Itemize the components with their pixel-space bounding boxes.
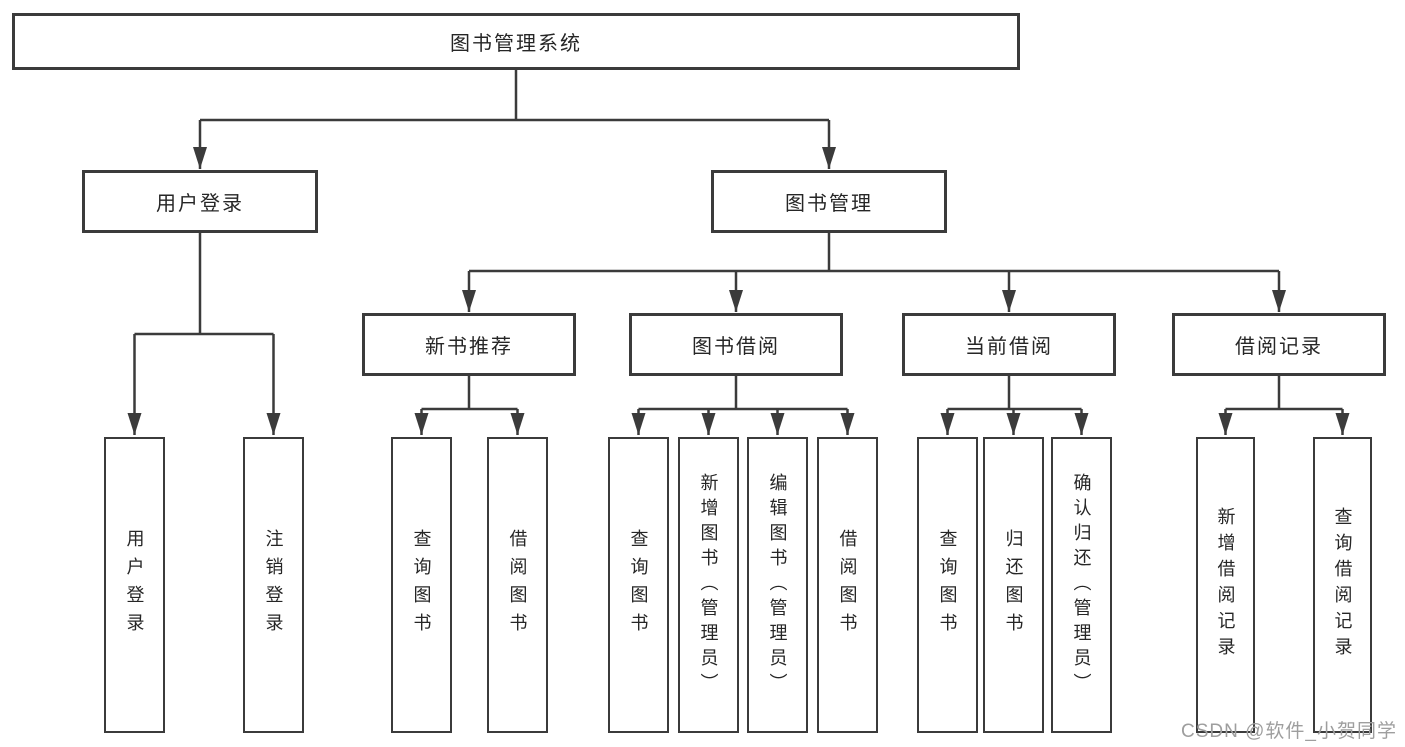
leaf-edit-books-admin: 编辑图书（管理员） xyxy=(747,437,808,733)
leaf-query-borrowing-record: 查询借阅记录 xyxy=(1313,437,1372,733)
node-book-borrowing: 图书借阅 xyxy=(629,313,843,376)
leaf-query-books-current: 查询图书 xyxy=(917,437,978,733)
node-new-book-recommendation: 新书推荐 xyxy=(362,313,576,376)
leaf-query-books-borrowing: 查询图书 xyxy=(608,437,669,733)
leaf-user-login: 用户登录 xyxy=(104,437,165,733)
node-current-borrowing: 当前借阅 xyxy=(902,313,1116,376)
leaf-logout: 注销登录 xyxy=(243,437,304,733)
watermark: CSDN @软件_小贺同学 xyxy=(1181,721,1397,742)
node-book-management: 图书管理 xyxy=(711,170,947,233)
leaf-add-books-admin: 新增图书（管理员） xyxy=(678,437,739,733)
node-borrowing-records: 借阅记录 xyxy=(1172,313,1386,376)
leaf-confirm-return-admin: 确认归还（管理员） xyxy=(1051,437,1112,733)
leaf-borrow-books-borrowing: 借阅图书 xyxy=(817,437,878,733)
node-library-management-system: 图书管理系统 xyxy=(12,13,1020,70)
leaf-add-borrowing-record: 新增借阅记录 xyxy=(1196,437,1255,733)
leaf-borrow-books-recommend: 借阅图书 xyxy=(487,437,548,733)
node-user-login: 用户登录 xyxy=(82,170,318,233)
leaf-return-books: 归还图书 xyxy=(983,437,1044,733)
leaf-query-books-recommend: 查询图书 xyxy=(391,437,452,733)
